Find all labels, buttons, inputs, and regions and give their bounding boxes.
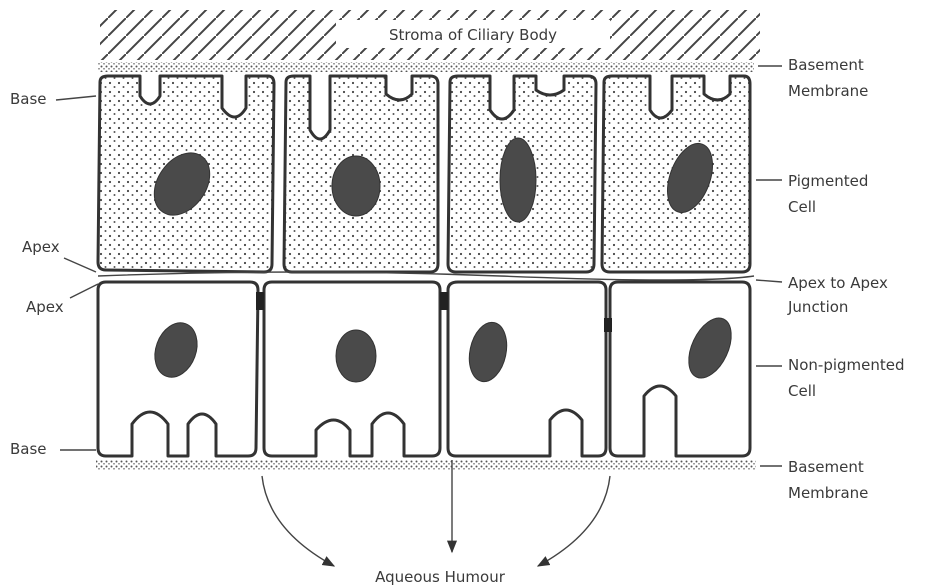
nucleus [332, 156, 380, 216]
nonpigmented-cell [98, 282, 258, 456]
label-pigmented-2: Cell [788, 198, 816, 216]
junction-markers [256, 292, 612, 332]
nucleus [500, 138, 536, 222]
nonpigmented-cell-layer [98, 282, 750, 456]
pigmented-cell [448, 76, 596, 272]
label-nonpigmented-1: Non-pigmented [788, 356, 905, 374]
label-junction-1: Apex to Apex [788, 274, 888, 292]
label-pigmented-1: Pigmented [788, 172, 868, 190]
label-basement-top-2: Membrane [788, 82, 868, 100]
pigmented-cell [284, 76, 438, 272]
nucleus [148, 317, 205, 383]
stroma-region: Stroma of Ciliary Body [100, 10, 760, 60]
right-labels: Basement Membrane Pigmented Cell Apex to… [756, 56, 905, 502]
nonpigmented-cell [264, 282, 440, 456]
pigmented-cell [98, 76, 274, 272]
nucleus [336, 330, 376, 382]
pigmented-cell-layer [98, 76, 750, 272]
basement-membrane-top [98, 62, 754, 72]
basement-membrane-bottom [96, 460, 756, 470]
label-base-top: Base [10, 90, 47, 108]
label-apex-bottom: Apex [26, 298, 64, 316]
label-apex-top: Apex [22, 238, 60, 256]
nonpigmented-cell [610, 282, 750, 456]
pigmented-cell [602, 76, 750, 272]
nucleus [680, 311, 740, 384]
nonpigmented-cell [448, 282, 606, 456]
label-nonpigmented-2: Cell [788, 382, 816, 400]
label-junction-2: Junction [787, 298, 848, 316]
label-basement-bottom-1: Basement [788, 458, 864, 476]
label-basement-bottom-2: Membrane [788, 484, 868, 502]
stroma-label: Stroma of Ciliary Body [389, 26, 557, 44]
label-basement-top-1: Basement [788, 56, 864, 74]
aqueous-humour-label: Aqueous Humour [375, 568, 506, 586]
label-base-bottom: Base [10, 440, 47, 458]
left-labels: Base Apex Apex Base [10, 90, 98, 458]
nucleus [464, 319, 512, 385]
aqueous-flow-arrows [262, 460, 610, 566]
